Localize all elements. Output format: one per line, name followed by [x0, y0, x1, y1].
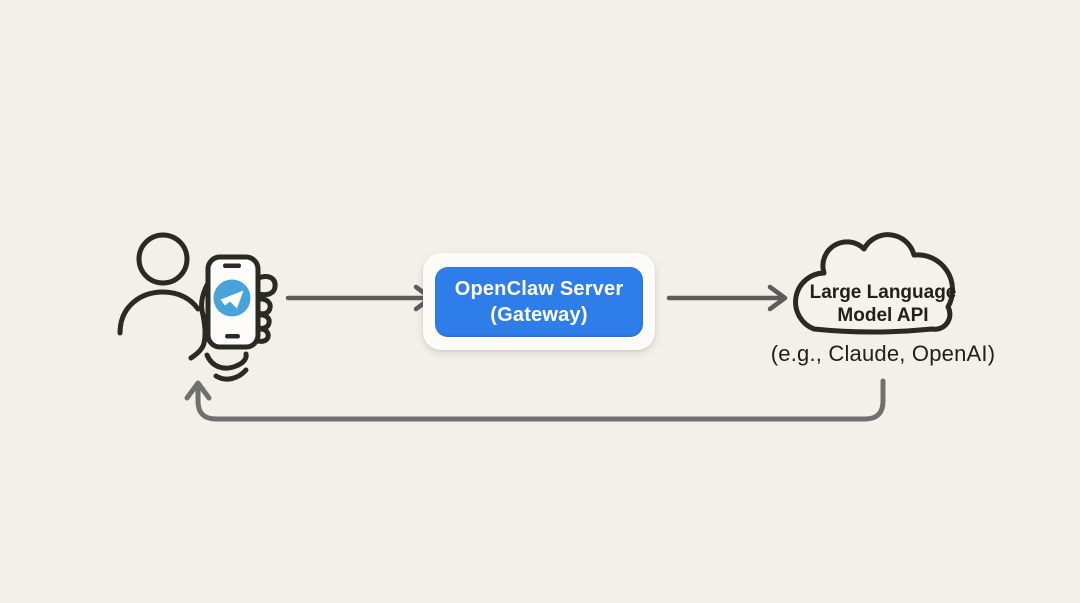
phone-notch [223, 263, 241, 268]
person-icon [117, 232, 201, 336]
hand-icon [188, 274, 278, 382]
arrow-server-to-llm [666, 284, 788, 312]
llm-label-line2: Model API [837, 305, 929, 326]
telegram-icon [213, 279, 251, 317]
llm-caption: (e.g., Claude, OpenAI) [770, 341, 996, 366]
server-label-line2: (Gateway) [490, 303, 588, 326]
user-node [117, 232, 278, 382]
server-label-line1: OpenClaw Server [454, 277, 624, 300]
return-arrow-llm-to-user [184, 378, 886, 422]
server-node-card: OpenClaw Server (Gateway) [423, 253, 655, 350]
server-node: OpenClaw Server (Gateway) [435, 266, 643, 337]
cloud-icon [793, 232, 955, 335]
llm-label: Large Language Model API [793, 281, 973, 327]
arrow-user-to-server [285, 284, 434, 312]
llm-label-line1: Large Language [809, 282, 957, 303]
phone-home-bar [225, 334, 240, 339]
llm-cloud-node [793, 232, 955, 335]
